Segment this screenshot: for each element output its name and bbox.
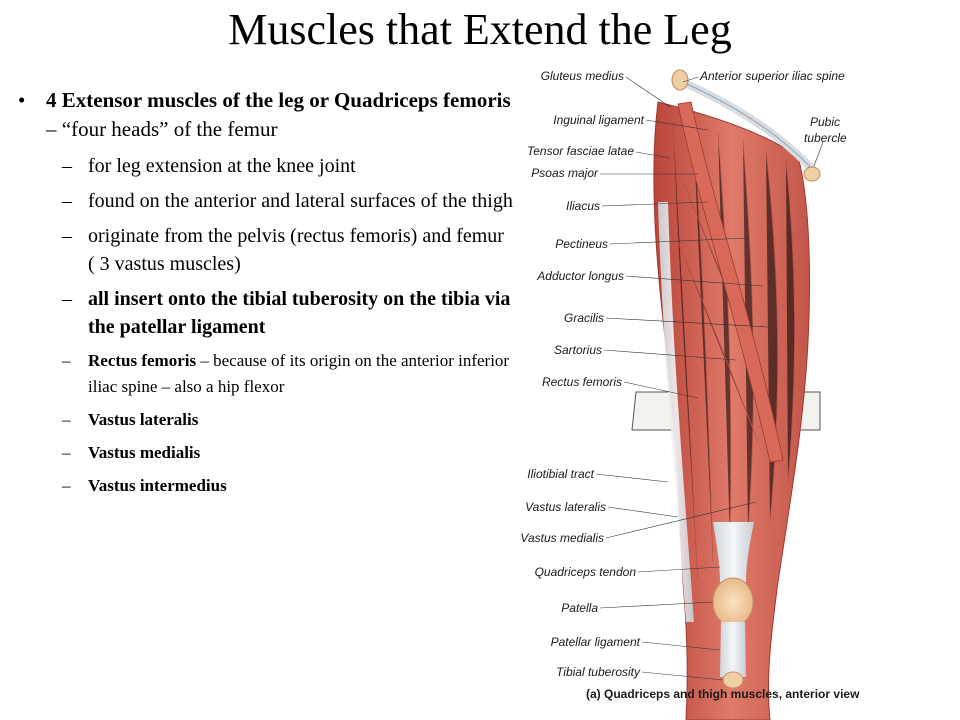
main-bullet-bold: 4 Extensor muscles of the leg or Quadric… [46, 88, 511, 112]
label-iliotibial-tract: Iliotibial tract [527, 467, 594, 481]
label-adductor-longus: Adductor longus [536, 269, 624, 283]
iliac-spine [671, 69, 689, 91]
sartorius-muscle [677, 101, 784, 463]
patella-bone [712, 577, 754, 627]
sub-bullet-bold: Vastus lateralis [88, 410, 199, 429]
label-tensor-fasciae-latae: Tensor fasciae latae [527, 144, 634, 158]
bullet-dot: • [18, 88, 26, 112]
label-rectus-femoris: Rectus femoris [542, 375, 622, 389]
anatomy-svg: Gluteus medius Inguinal ligament Tensor … [520, 69, 860, 720]
sub-bullet-dash: – [62, 155, 72, 177]
label-anterior-superior-iliac-spine: Anterior superior iliac spine [699, 69, 845, 83]
sub-bullet-5: – Rectus femoris – because of its origin… [18, 348, 514, 400]
thigh-muscles-illustration: Gluteus medius Inguinal ligament Tensor … [508, 62, 960, 720]
leader-lines [595, 76, 824, 681]
sub-bullet-dash: – [62, 410, 71, 429]
sub-bullet-text: for leg extension at the knee joint [88, 155, 356, 177]
slide-content: • 4 Extensor muscles of the leg or Quadr… [18, 86, 514, 506]
sub-bullet-dash: – [62, 288, 72, 310]
sub-bullet-bold: all insert onto the tibial tuberosity on… [88, 288, 511, 338]
label-sartorius: Sartorius [554, 343, 602, 357]
sub-bullet-text: found on the anterior and lateral surfac… [88, 190, 513, 212]
main-bullet-rest: – “four heads” of the femur [46, 117, 278, 141]
sub-bullet-dash: – [62, 190, 72, 212]
sub-bullet-rest: – because of its origin on the anterior … [88, 351, 510, 396]
slide-title: Muscles that Extend the Leg [228, 5, 732, 54]
sub-bullet-bold: Rectus femoris [88, 351, 197, 370]
sub-bullet-7: – Vastus medialis [18, 440, 514, 466]
tibial-tuberosity [722, 671, 744, 689]
quadriceps-tendon [713, 522, 754, 582]
label-gluteus-medius: Gluteus medius [541, 69, 624, 83]
label-iliacus: Iliacus [566, 199, 600, 213]
figure-caption: (a) Quadriceps and thigh muscles, anteri… [586, 687, 860, 701]
sub-bullet-2: – found on the anterior and lateral surf… [18, 187, 514, 215]
label-pubic: Pubic [810, 115, 840, 129]
sub-bullet-dash: – [62, 225, 72, 247]
label-vastus-lateralis: Vastus lateralis [525, 500, 606, 514]
sub-bullet-8: – Vastus intermedius [18, 473, 514, 499]
sub-bullet-bold: Vastus medialis [88, 443, 201, 462]
label-pectineus: Pectineus [555, 237, 608, 251]
label-vastus-medialis: Vastus medialis [520, 531, 604, 545]
sub-bullet-text: originate from the pelvis (rectus femori… [88, 225, 504, 275]
label-tubercle: tubercle [804, 131, 847, 145]
label-inguinal-ligament: Inguinal ligament [553, 113, 644, 127]
sub-bullet-dash: – [62, 351, 71, 370]
sub-bullet-3: – originate from the pelvis (rectus femo… [18, 222, 514, 278]
sub-bullet-dash: – [62, 443, 71, 462]
sub-bullet-4: – all insert onto the tibial tuberosity … [18, 285, 514, 341]
iliotibial-tract [658, 202, 694, 622]
label-gracilis: Gracilis [564, 311, 604, 325]
sub-bullet-dash: – [62, 476, 71, 495]
label-patella: Patella [561, 601, 598, 615]
label-tibial-tuberosity: Tibial tuberosity [556, 665, 641, 679]
sub-bullet-bold: Vastus intermedius [88, 476, 227, 495]
pubic-tubercle [803, 166, 821, 182]
patellar-ligament [720, 622, 746, 677]
main-bullet: • 4 Extensor muscles of the leg or Quadr… [18, 86, 514, 144]
label-quadriceps-tendon: Quadriceps tendon [535, 565, 637, 579]
sub-bullet-1: – for leg extension at the knee joint [18, 152, 514, 180]
label-patellar-ligament: Patellar ligament [551, 635, 641, 649]
label-psoas-major: Psoas major [531, 166, 599, 180]
sub-bullet-6: – Vastus lateralis [18, 407, 514, 433]
